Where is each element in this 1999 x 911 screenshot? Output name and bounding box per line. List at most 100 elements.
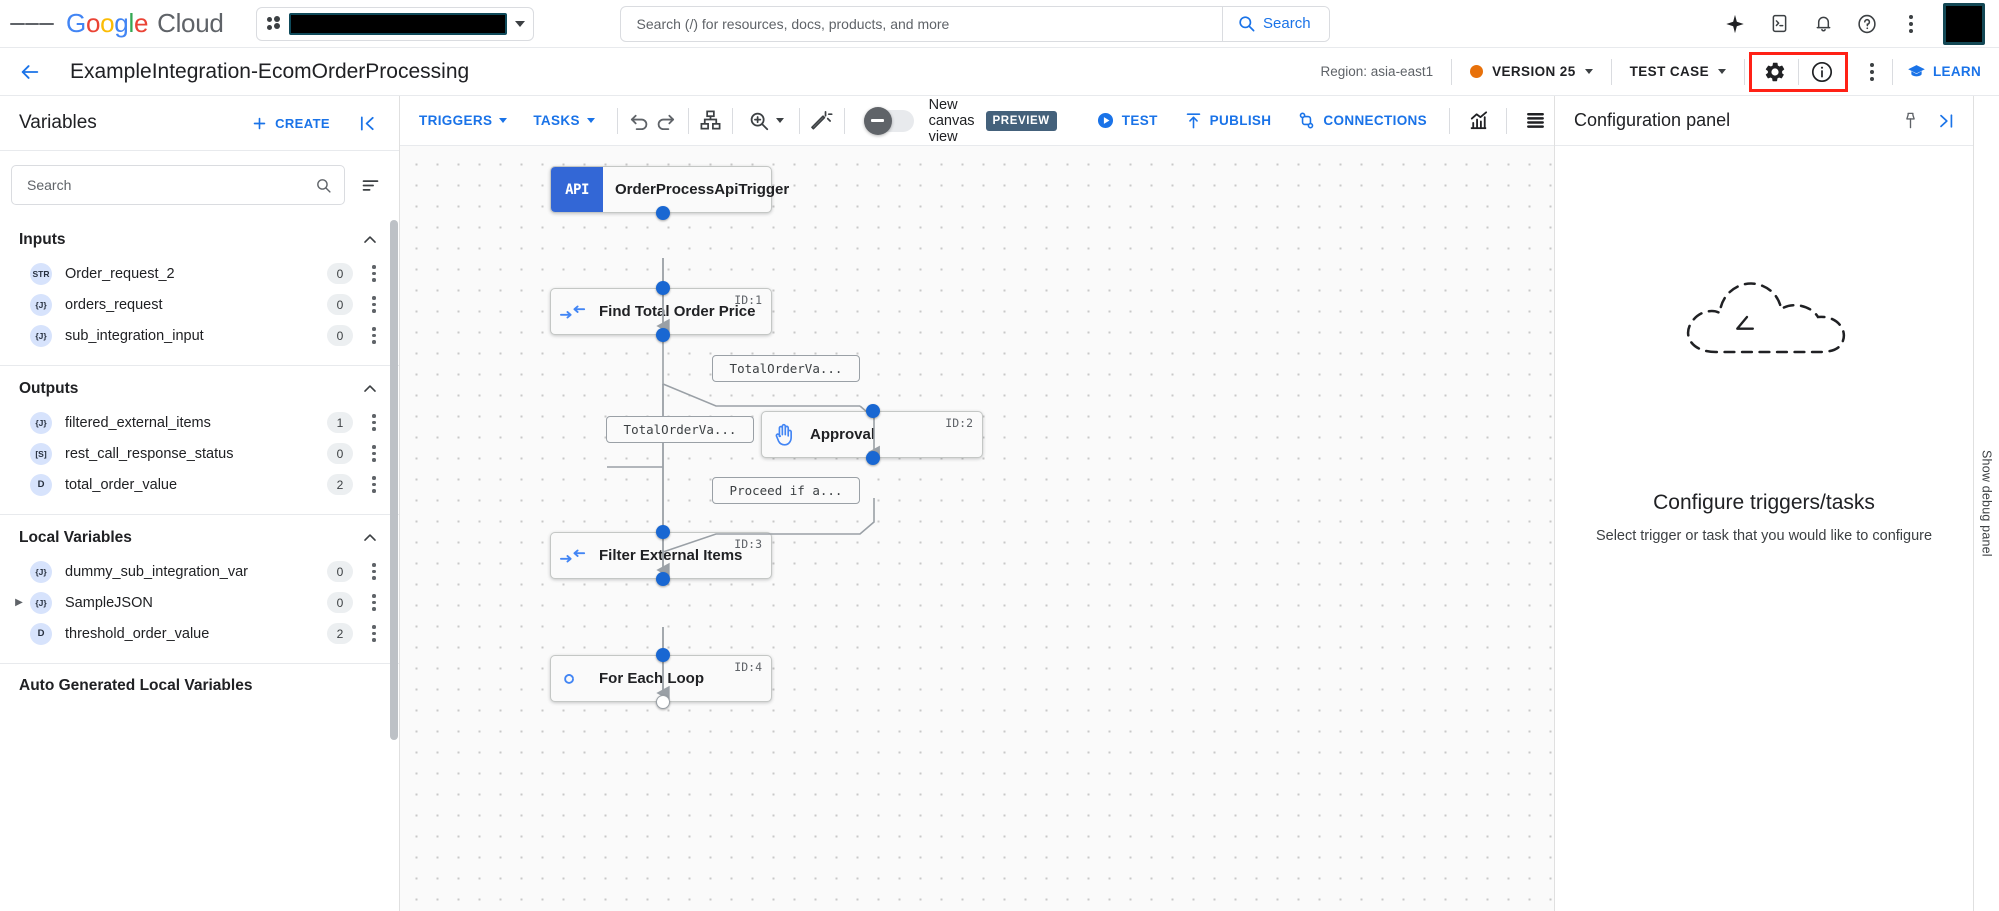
row-more-kebab-icon[interactable] (363, 472, 385, 498)
row-expander-icon[interactable]: ▶ (15, 597, 23, 608)
cloud-shell-icon[interactable] (1759, 4, 1799, 44)
chevron-down-icon (586, 118, 595, 123)
edge-label[interactable]: TotalOrderVa... (606, 416, 754, 443)
logs-list-icon[interactable] (1516, 102, 1554, 140)
region-label: Region: asia-east1 (1320, 64, 1434, 79)
row-more-kebab-icon[interactable] (363, 441, 385, 467)
create-variable-button[interactable]: CREATE (242, 108, 339, 139)
connections-button[interactable]: CONNECTIONS (1284, 102, 1440, 139)
section-header-inputs[interactable]: Inputs (0, 219, 399, 258)
section-header-outputs[interactable]: Outputs (0, 368, 399, 407)
variable-count: 0 (327, 443, 353, 464)
avatar[interactable] (1943, 2, 1985, 45)
tasks-label: TASKS (533, 113, 580, 128)
variable-row[interactable]: D total_order_value 2 (0, 469, 399, 500)
search-input[interactable] (25, 176, 315, 194)
info-circle-icon[interactable] (1799, 54, 1845, 90)
test-case-selector[interactable]: TEST CASE (1612, 48, 1744, 95)
arrow-back-icon[interactable] (12, 54, 48, 90)
search-button[interactable]: Search (1222, 6, 1329, 41)
row-more-kebab-icon[interactable] (363, 590, 385, 616)
tasks-menu[interactable]: TASKS (520, 104, 608, 137)
configuration-panel-header: Configuration panel (1555, 96, 1973, 146)
chevron-down-icon (1584, 69, 1593, 74)
node-output-port[interactable] (656, 328, 670, 342)
gemini-sparkle-icon[interactable] (1715, 4, 1755, 44)
edge-label[interactable]: TotalOrderVa... (712, 355, 860, 382)
section-header-auto-generated[interactable]: Auto Generated Local Variables (0, 666, 399, 703)
row-more-kebab-icon[interactable] (363, 261, 385, 287)
node-output-port[interactable] (656, 206, 670, 220)
version-selector[interactable]: VERSION 25 (1452, 48, 1611, 95)
row-more-kebab-icon[interactable] (363, 410, 385, 436)
sidebar-scrollbar[interactable] (390, 220, 398, 740)
global-search[interactable]: Search (619, 5, 1330, 42)
variable-row[interactable]: ▶ {J} SampleJSON 0 (0, 587, 399, 618)
edge-label[interactable]: Proceed if a... (712, 477, 860, 504)
row-more-kebab-icon[interactable] (363, 323, 385, 349)
variable-row[interactable]: STR Order_request_2 0 (0, 258, 399, 289)
variable-row[interactable]: D threshold_order_value 2 (0, 618, 399, 649)
upload-icon (1186, 113, 1200, 129)
show-debug-panel-rail[interactable]: Show debug panel (1973, 96, 1999, 911)
pin-icon[interactable] (1893, 104, 1927, 138)
node-input-port[interactable] (656, 648, 670, 662)
node-output-port[interactable] (866, 451, 880, 465)
variables-list[interactable]: Inputs STR Order_request_2 0 (0, 217, 399, 911)
divider (1449, 107, 1450, 134)
help-question-icon[interactable] (1847, 4, 1887, 44)
type-badge: {J} (30, 411, 52, 434)
project-picker[interactable] (255, 6, 534, 41)
zoom-control[interactable] (742, 102, 790, 140)
google-cloud-logo[interactable]: Google Cloud (66, 8, 224, 39)
variables-section-outputs: Outputs {J} filtered_external_items 1 (0, 366, 399, 515)
auto-layout-icon[interactable] (697, 102, 723, 140)
variable-row[interactable]: {J} dummy_sub_integration_var 0 (0, 556, 399, 587)
section-header-local-variables[interactable]: Local Variables (0, 517, 399, 556)
sort-filter-icon[interactable] (355, 170, 385, 200)
chevron-up-icon (360, 379, 380, 399)
new-canvas-view-label: New canvas view (928, 96, 975, 145)
section-title: Inputs (19, 231, 66, 248)
publish-button[interactable]: PUBLISH (1171, 102, 1285, 139)
new-canvas-view-toggle[interactable] (863, 106, 914, 135)
divider (732, 107, 734, 134)
collapse-right-icon[interactable] (1929, 104, 1963, 138)
variables-section-auto-generated: Auto Generated Local Variables (0, 664, 399, 703)
test-case-label: TEST CASE (1629, 64, 1709, 79)
cloud-wordmark: Cloud (157, 8, 224, 38)
edge-connectors (607, 258, 880, 701)
hamburger-menu-icon[interactable] (10, 2, 55, 46)
row-more-kebab-icon[interactable] (363, 292, 385, 318)
triggers-menu[interactable]: TRIGGERS (406, 104, 520, 137)
learn-label: LEARN (1933, 64, 1981, 79)
test-button[interactable]: TEST (1083, 102, 1171, 139)
notifications-bell-icon[interactable] (1803, 4, 1843, 44)
variable-row[interactable]: {J} sub_integration_input 0 (0, 320, 399, 351)
gear-icon[interactable] (1752, 54, 1798, 90)
integration-canvas[interactable]: API OrderProcessApiTrigger Find Total Or… (400, 146, 1554, 911)
node-input-port[interactable] (866, 404, 880, 418)
redo-icon[interactable] (653, 102, 679, 140)
row-more-kebab-icon[interactable] (363, 621, 385, 647)
node-input-port[interactable] (656, 525, 670, 539)
page-more-kebab-icon[interactable] (1852, 52, 1892, 92)
row-more-kebab-icon[interactable] (363, 559, 385, 585)
search-field[interactable] (11, 165, 345, 205)
learn-button[interactable]: LEARN (1893, 48, 1999, 95)
highlighted-actions-group (1749, 51, 1848, 92)
variable-row[interactable]: {J} filtered_external_items 1 (0, 407, 399, 438)
magic-wand-icon[interactable] (809, 102, 835, 140)
type-badge: {J} (30, 293, 52, 316)
empty-state-title: Configure triggers/tasks (1653, 491, 1875, 514)
node-output-port[interactable] (656, 695, 670, 709)
more-kebab-icon[interactable] (1891, 4, 1931, 44)
variable-row[interactable]: {J} orders_request 0 (0, 289, 399, 320)
chart-analytics-icon[interactable] (1459, 102, 1497, 140)
node-output-port[interactable] (656, 572, 670, 586)
collapse-left-icon[interactable] (349, 105, 385, 141)
search-input[interactable] (620, 6, 1223, 41)
undo-icon[interactable] (627, 102, 653, 140)
variable-row[interactable]: [S] rest_call_response_status 0 (0, 438, 399, 469)
node-input-port[interactable] (656, 281, 670, 295)
